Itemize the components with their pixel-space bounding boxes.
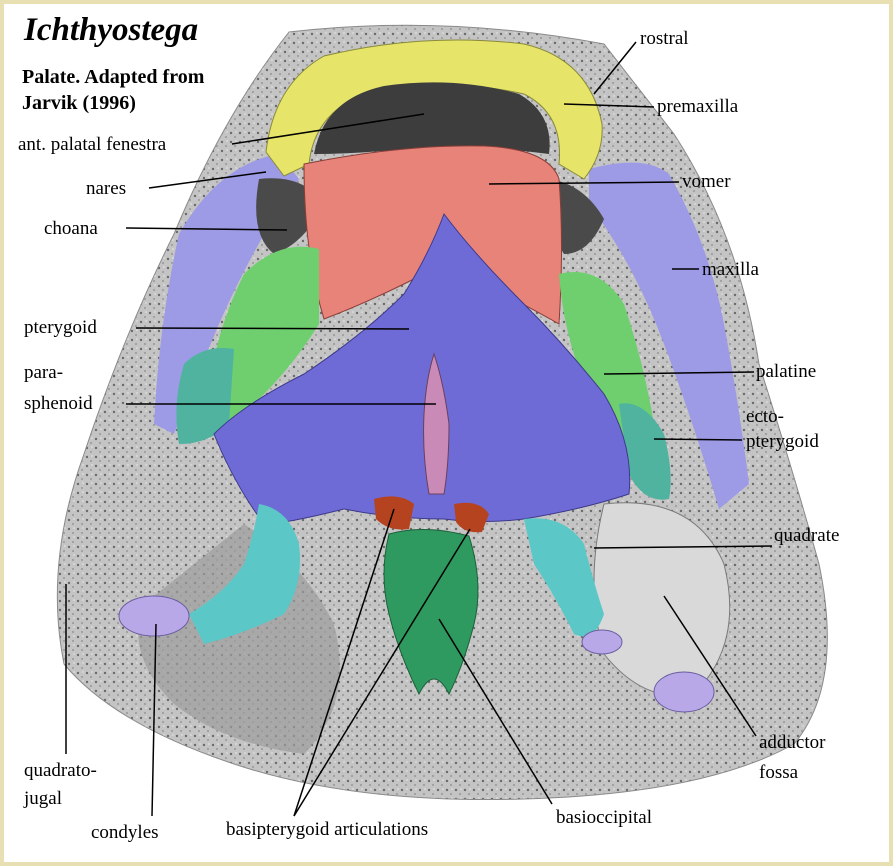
label-maxilla: maxilla (702, 259, 759, 281)
label-ant-palatal-fenestra: ant. palatal fenestra (18, 134, 166, 156)
label-vomer: vomer (682, 171, 731, 193)
label-condyles: condyles (91, 822, 159, 844)
condyle-right-upper (582, 630, 622, 654)
figure-title: Ichthyostega (24, 12, 198, 49)
label-basioccipital: basioccipital (556, 807, 652, 829)
label-ectopterygoid: pterygoid (746, 431, 819, 453)
label-para: para- (24, 362, 63, 384)
condyle-right-lower (654, 672, 714, 712)
subtitle-line-1: Palate. Adapted from (22, 64, 204, 90)
label-sphenoid: sphenoid (24, 393, 93, 415)
label-pterygoid: pterygoid (24, 317, 97, 339)
label-quadrate: quadrate (774, 525, 839, 547)
figure-subtitle: Palate. Adapted from Jarvik (1996) (22, 64, 204, 116)
subtitle-line-2: Jarvik (1996) (22, 90, 204, 116)
label-premaxilla: premaxilla (657, 96, 738, 118)
label-jugal: jugal (24, 788, 62, 810)
label-adductor: adductor (759, 732, 825, 754)
label-fossa: fossa (759, 762, 798, 784)
label-basipterygoid-articulations: basipterygoid articulations (226, 819, 428, 841)
label-quadrato: quadrato- (24, 760, 97, 782)
label-choana: choana (44, 218, 98, 240)
label-ecto: ecto- (746, 406, 784, 428)
label-nares: nares (86, 178, 126, 200)
condyle-left (119, 596, 189, 636)
label-rostral: rostral (640, 28, 689, 50)
label-palatine: palatine (756, 361, 816, 383)
